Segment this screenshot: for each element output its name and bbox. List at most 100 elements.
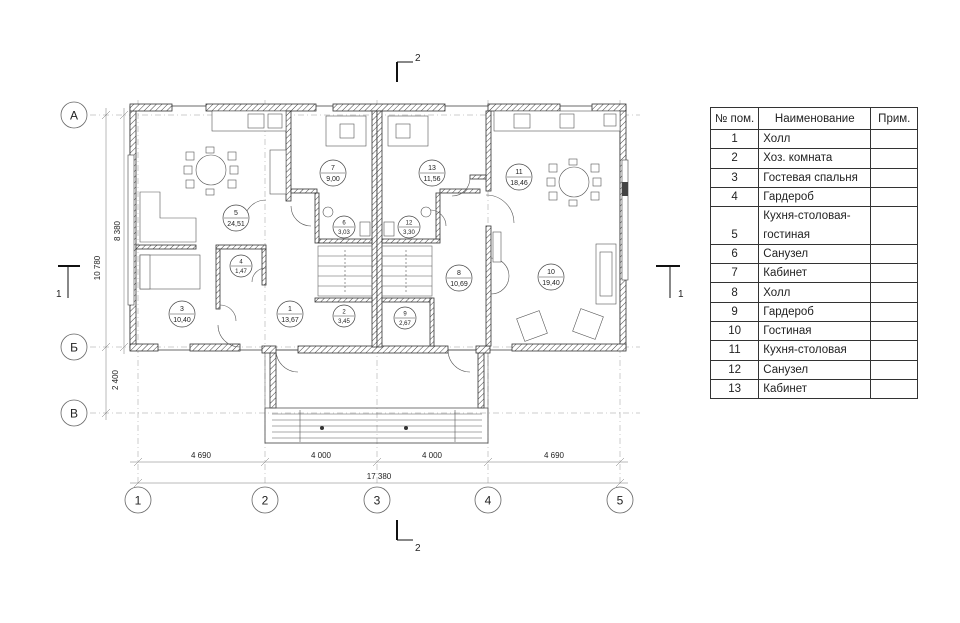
svg-text:3,30: 3,30 (403, 230, 415, 236)
cell-note (870, 167, 919, 188)
interior-walls (135, 110, 492, 348)
cell-name: Хоз. комната (758, 148, 872, 169)
svg-text:2: 2 (262, 494, 269, 508)
svg-text:Б: Б (70, 341, 78, 355)
col-axis-3: 3 (363, 486, 391, 514)
stairs (317, 245, 433, 297)
table-row: Кухня-столовая- (709, 206, 919, 226)
doors (217, 177, 515, 373)
svg-text:А: А (70, 109, 78, 123)
dim-vertical-porch: 2 400 (111, 369, 120, 390)
cell-name: Кабинет (758, 263, 872, 284)
row-axis-a: А (60, 101, 88, 129)
row-axis-markers: А Б В (60, 101, 88, 427)
svg-text:5: 5 (234, 210, 238, 217)
column-axis-markers: 1 2 3 4 5 (124, 486, 634, 514)
axis-grid (90, 100, 640, 485)
svg-text:1: 1 (135, 494, 142, 508)
cell-name: Кухня-столовая (758, 340, 872, 361)
room-tag-5: 5 24,51 (222, 204, 250, 232)
room-tags: 1 13,67 2 3,45 3 10,40 4 1,47 5 24,51 (168, 159, 565, 330)
room-tag-11: 11 18,46 (505, 163, 533, 191)
cell-name: Гардероб (758, 301, 872, 322)
col-axis-4: 4 (474, 486, 502, 514)
dim-bay-3: 4 000 (422, 451, 443, 460)
cell-note (870, 128, 919, 150)
svg-text:В: В (70, 407, 78, 421)
section-markers: 2 2 1 1 (56, 53, 684, 554)
cell-note (870, 243, 919, 265)
cell-name: Гостиная (758, 320, 872, 342)
svg-text:5: 5 (617, 494, 624, 508)
dim-bay-1: 4 690 (191, 451, 212, 460)
section-top-marker: 2 (396, 53, 421, 82)
cell-name: Санузел (758, 359, 872, 380)
svg-text:13: 13 (428, 165, 436, 172)
header-room-name: Наименование (758, 107, 872, 130)
section-right-marker: 1 (656, 265, 684, 300)
svg-text:1: 1 (678, 289, 684, 300)
room-tag-6: 6 3,03 (332, 215, 356, 239)
cell-num: 12 (709, 359, 760, 380)
cell-num: 2 (709, 148, 760, 169)
svg-text:7: 7 (331, 165, 335, 172)
cell-note (870, 206, 919, 226)
svg-text:2: 2 (415, 53, 421, 64)
cell-name: Холл (758, 282, 872, 303)
vertical-dimensions: 8 380 10 780 2 400 (93, 108, 129, 420)
svg-text:11: 11 (515, 169, 522, 176)
svg-text:3: 3 (180, 306, 184, 313)
room-tag-8: 8 10,69 (445, 264, 473, 292)
col-axis-1: 1 (124, 486, 152, 514)
cell-note (870, 359, 919, 380)
cell-note (870, 263, 919, 284)
room-tag-9: 9 2,67 (393, 306, 417, 330)
room-tag-13: 13 11,56 (418, 159, 446, 187)
cell-num: 4 (709, 186, 760, 208)
row-axis-v: В (60, 399, 88, 427)
room-tag-3: 3 10,40 (168, 300, 196, 328)
svg-text:24,51: 24,51 (227, 221, 245, 228)
section-left-marker: 1 (56, 265, 80, 300)
room-tag-4: 4 1,47 (229, 254, 253, 278)
col-axis-5: 5 (606, 486, 634, 514)
dim-vertical-inner: 8 380 (113, 220, 122, 241)
svg-text:4: 4 (239, 260, 243, 266)
table-header-row: № пом. Наименование Прим. (709, 107, 919, 130)
svg-text:1: 1 (288, 306, 292, 313)
svg-text:13,67: 13,67 (281, 317, 299, 324)
cell-note (870, 301, 919, 322)
cell-name: гостиная (758, 225, 872, 245)
svg-text:3: 3 (374, 494, 381, 508)
cell-name: Гардероб (758, 186, 872, 208)
cell-num: 5 (709, 225, 760, 245)
svg-text:18,46: 18,46 (510, 180, 528, 187)
room-tag-1: 1 13,67 (276, 300, 304, 328)
dim-total: 17 380 (367, 472, 392, 481)
svg-text:2: 2 (342, 310, 346, 316)
svg-text:11,56: 11,56 (424, 176, 441, 183)
cell-num: 10 (709, 320, 760, 342)
svg-text:2: 2 (415, 543, 421, 554)
dim-bay-2: 4 000 (311, 451, 332, 460)
cell-note (870, 225, 919, 245)
section-bottom-marker: 2 (396, 520, 421, 554)
room-tag-10: 10 19,40 (537, 263, 565, 291)
svg-text:1,47: 1,47 (235, 269, 247, 275)
cell-name: Кухня-столовая- (758, 206, 872, 226)
cell-num: 8 (709, 282, 760, 303)
outer-walls (127, 103, 629, 354)
cell-num: 7 (709, 263, 760, 284)
svg-text:10,69: 10,69 (450, 281, 468, 288)
svg-text:2,67: 2,67 (399, 321, 411, 327)
